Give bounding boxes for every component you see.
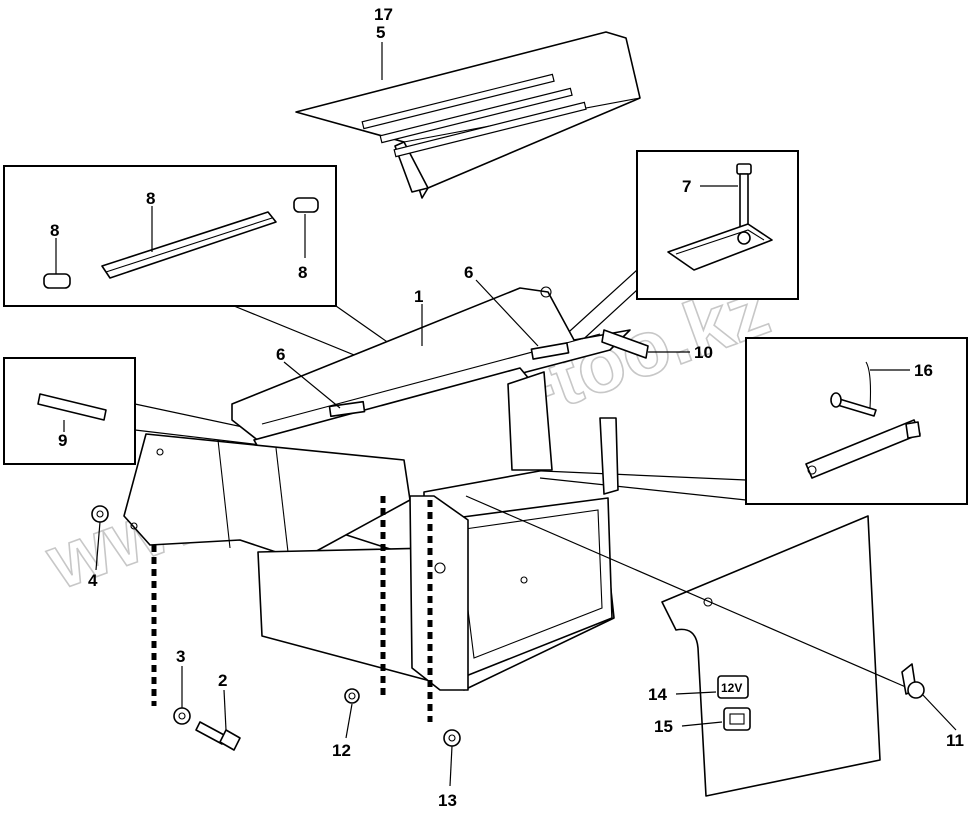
detail-box-bolt-clip [636, 150, 799, 300]
hardware [91, 505, 925, 751]
callout-5: 5 [376, 23, 385, 42]
callout-14: 14 [648, 685, 667, 704]
callout-8-right: 8 [298, 263, 307, 282]
callout-3: 3 [176, 647, 185, 666]
callout-leaders [55, 42, 957, 787]
callouts: 17 5 8 8 8 7 1 6 6 10 16 9 4 3 2 12 13 1… [50, 5, 964, 810]
callout-8-top: 8 [146, 189, 155, 208]
callout-10: 10 [694, 343, 713, 362]
detail-box-hinge [745, 337, 968, 505]
callout-7: 7 [682, 177, 691, 196]
detail-box-clips [3, 165, 337, 307]
callout-12: 12 [332, 741, 351, 760]
callout-6-left: 6 [276, 345, 285, 364]
voltage-label: 12V [721, 681, 742, 695]
callout-6-right: 6 [464, 263, 473, 282]
callout-11: 11 [946, 731, 964, 750]
callout-1: 1 [414, 287, 423, 306]
detail-box-rod [3, 357, 136, 465]
mounting-strips [151, 496, 433, 722]
callout-8-left: 8 [50, 221, 59, 240]
battery-box [123, 286, 649, 691]
callout-4: 4 [88, 571, 98, 590]
top-cover-plate [295, 31, 641, 199]
side-cover-plate: 12V [465, 495, 909, 797]
callout-13: 13 [438, 791, 457, 810]
callout-2: 2 [218, 671, 227, 690]
callout-9: 9 [58, 431, 67, 450]
callout-16: 16 [914, 361, 933, 380]
callout-17: 17 [374, 5, 393, 24]
callout-15: 15 [654, 717, 673, 736]
